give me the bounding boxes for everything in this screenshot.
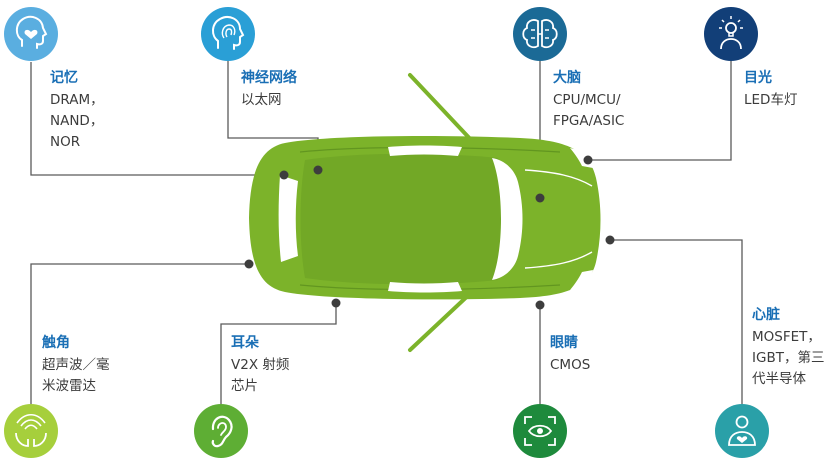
car-roof — [300, 153, 509, 285]
car-windshield — [492, 158, 523, 280]
label-line: V2X 射频 — [231, 357, 290, 373]
dot-memory — [279, 170, 289, 180]
car-hood-line-bottom — [524, 251, 593, 269]
car-hood-line-top — [524, 169, 593, 187]
icons — [4, 7, 769, 458]
label-title: 心脏 — [752, 307, 780, 323]
label-brain: 大脑 CPU/MCU/ FPGA/ASIC — [553, 68, 624, 132]
dot-heart — [605, 235, 615, 245]
lightbulb-person-icon — [704, 7, 758, 61]
connector-lines — [30, 60, 743, 404]
fingerprint-head-icon — [201, 7, 255, 61]
connector-memory — [30, 62, 284, 176]
connector-ear — [220, 303, 337, 404]
connector-eye — [588, 60, 732, 161]
label-neural: 神经网络 以太网 — [241, 68, 297, 111]
connector-heart — [610, 239, 743, 404]
car-side-window-top — [388, 145, 462, 156]
car-door-upper — [408, 73, 476, 145]
label-title: 神经网络 — [241, 70, 297, 86]
label-line: 代半导体 — [752, 371, 806, 387]
label-title: 大脑 — [553, 70, 581, 86]
label-line: 以太网 — [241, 92, 282, 108]
ear-icon — [194, 404, 248, 458]
label-line: IGBT，第三 — [752, 350, 825, 366]
connector-touch — [30, 263, 249, 404]
label-line: 米波雷达 — [42, 378, 96, 394]
label-memory: 记忆 DRAM， NAND， NOR — [50, 68, 104, 153]
car-door-lower — [408, 288, 476, 352]
label-title: 记忆 — [50, 70, 78, 86]
brain-icon — [513, 7, 567, 61]
car-rear-window — [278, 175, 298, 262]
person-heart-icon — [715, 404, 769, 458]
car-top-view — [249, 73, 601, 352]
label-line: NAND， — [50, 113, 104, 129]
label-title: 目光 — [744, 70, 772, 86]
connector-dots — [244, 155, 615, 310]
label-line: 超声波／毫 — [42, 357, 110, 373]
label-line: CMOS — [550, 357, 591, 373]
dot-eye — [583, 155, 593, 165]
label-line: MOSFET， — [752, 329, 821, 345]
dot-touch — [244, 259, 254, 269]
label-ear: 耳朵 V2X 射频 芯片 — [231, 333, 289, 397]
label-line: LED车灯 — [744, 92, 798, 108]
label-heart: 心脏 MOSFET， IGBT，第三 代半导体 — [752, 305, 824, 390]
label-line: 芯片 — [231, 378, 258, 394]
label-eye: 目光 LED车灯 — [744, 68, 797, 111]
dot-vision — [535, 300, 545, 310]
car-side-window-bottom — [388, 282, 462, 293]
label-title: 耳朵 — [231, 335, 259, 351]
label-line: NOR — [50, 134, 81, 150]
dot-brain — [535, 193, 545, 203]
hands-waves-icon — [4, 404, 58, 458]
car-headlight-bottom — [570, 270, 593, 290]
label-line: FPGA/ASIC — [553, 113, 625, 129]
eye-scan-icon — [513, 404, 567, 458]
label-line: CPU/MCU/ — [553, 92, 621, 108]
label-line: DRAM， — [50, 92, 104, 108]
label-title: 触角 — [42, 335, 70, 351]
heart-head-icon — [4, 7, 58, 61]
dot-neural — [313, 165, 323, 175]
label-touch: 触角 超声波／毫 米波雷达 — [42, 333, 110, 397]
label-title: 眼睛 — [550, 335, 578, 351]
dot-ear — [331, 298, 341, 308]
label-vision: 眼睛 CMOS — [550, 333, 590, 376]
